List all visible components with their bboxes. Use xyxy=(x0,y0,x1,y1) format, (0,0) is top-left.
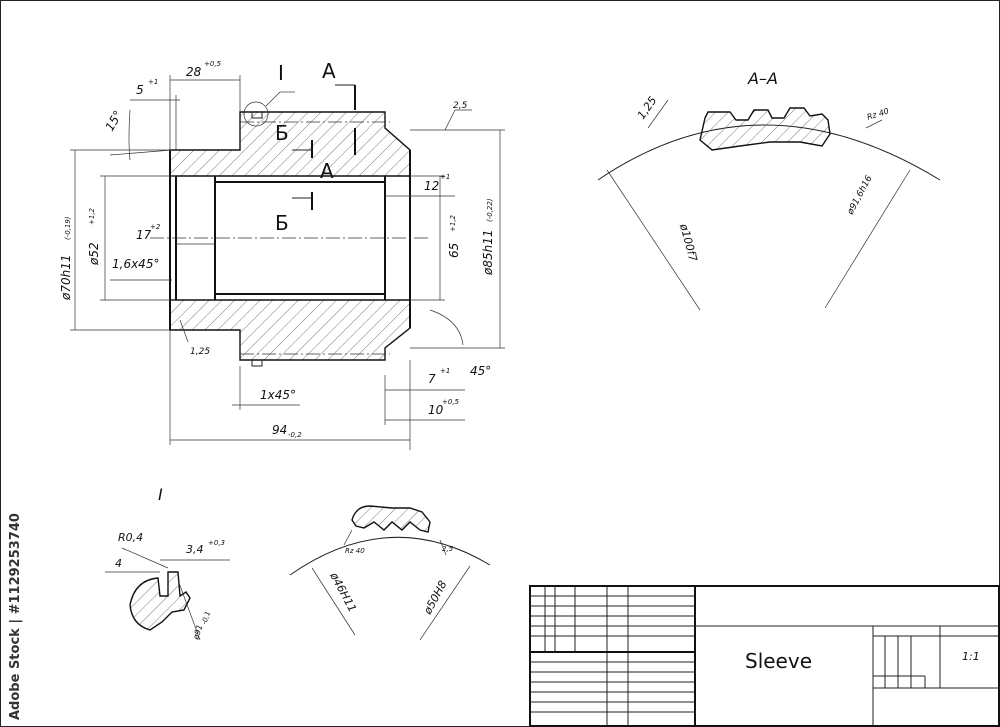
dim-12: 12 xyxy=(424,179,439,193)
section-aa-view xyxy=(597,99,941,311)
detail-dim-d91-tol: -0,1 xyxy=(200,610,212,625)
main-dimension-lines xyxy=(70,75,505,450)
part-name: Sleeve xyxy=(745,649,812,673)
dim-chamfer-1: 1x45° xyxy=(260,388,296,402)
sec2-dim-d50: ø50H8 xyxy=(421,579,450,618)
dim-d85: ø85h11 xyxy=(481,230,495,277)
detail-i-view xyxy=(105,547,230,641)
dim-10: 10 xyxy=(428,403,444,417)
stock-watermark: Adobe Stock | #1129253740 xyxy=(6,480,26,720)
label-b-mid: Б xyxy=(275,211,289,235)
dim-chamfer-16: 1,6x45° xyxy=(112,257,159,271)
detail-i-mark: I xyxy=(158,485,163,504)
dim-94: 94 xyxy=(272,423,287,437)
aa-dim-d100: ø100f7 xyxy=(677,221,700,263)
dim-5: 5 xyxy=(136,83,144,97)
dim-28: 28 xyxy=(186,65,202,79)
detail-dim-34: 3,4 xyxy=(186,543,204,556)
dim-17-tol: +2 xyxy=(150,223,161,231)
dim-d70: ø70h11 xyxy=(59,255,73,302)
label-section-aa: A–A xyxy=(747,69,778,88)
label-detail-i: I xyxy=(278,61,284,85)
dim-65-tol: +1,2 xyxy=(449,214,457,232)
dim-7-tol: +1 xyxy=(440,367,450,375)
label-a-mid: A xyxy=(320,159,334,183)
dim-10-tol: +0,5 xyxy=(442,398,460,406)
sec2-rz40: Rz 40 xyxy=(345,547,365,555)
dim-94-tol: -0,2 xyxy=(288,431,302,439)
detail-dim-4: 4 xyxy=(115,557,122,570)
roughness-25: 2,5 xyxy=(453,101,468,111)
dim-7: 7 xyxy=(428,372,436,386)
cutting-planes xyxy=(243,84,356,210)
dim-d52: ø52 xyxy=(87,242,101,266)
section-2-view xyxy=(289,505,491,641)
dim-5-tol: +1 xyxy=(148,78,158,86)
sec2-dim-d46: ø46H11 xyxy=(327,569,359,614)
dim-28-tol: +0,5 xyxy=(204,60,222,68)
sec2-25: 2,5 xyxy=(442,545,454,553)
angle-45: 45° xyxy=(470,364,491,378)
aa-dim-d91: ø91,6h16 xyxy=(845,174,874,218)
dim-d52-tol: +1,2 xyxy=(88,207,96,225)
dim-65: 65 xyxy=(447,243,461,258)
detail-dim-34-tol: +0,3 xyxy=(208,539,225,547)
dim-12-tol: +1 xyxy=(440,173,450,181)
dim-17: 17 xyxy=(136,228,152,242)
roughness-125-bottom: 1,25 xyxy=(190,347,210,357)
watermark-text: Adobe Stock | #1129253740 xyxy=(8,513,23,720)
detail-dim-d91: ø91 xyxy=(191,623,205,641)
dim-d85-tol: (-0,22) xyxy=(486,198,494,222)
aa-roughness-rz40: Rz 40 xyxy=(866,106,890,122)
scale: 1:1 xyxy=(962,650,980,663)
main-section-view xyxy=(150,111,430,367)
title-block xyxy=(529,585,1000,727)
label-a-top: A xyxy=(322,59,336,83)
detail-r04: R0,4 xyxy=(118,531,143,544)
angle-15: 15° xyxy=(102,108,125,133)
dim-d70-tol: (-0,19) xyxy=(64,216,72,240)
label-b-top: Б xyxy=(275,121,289,145)
